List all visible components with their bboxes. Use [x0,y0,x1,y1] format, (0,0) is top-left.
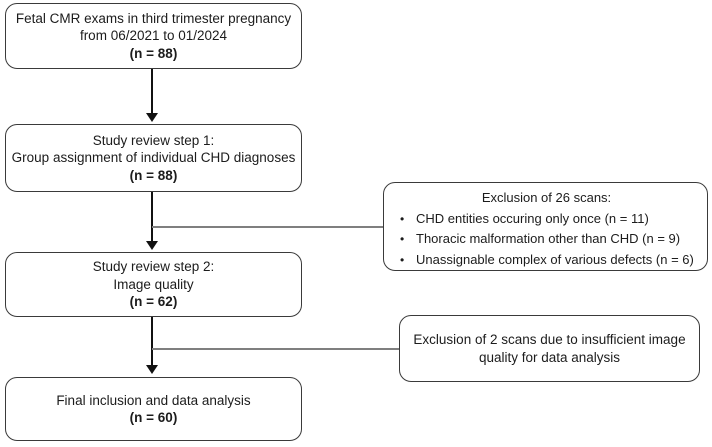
arrow-line-box2-box3 [151,192,154,242]
arrowhead-box2-box3 [146,241,158,250]
box-final-inclusion-count: (n = 60) [129,410,178,425]
bullet-icon: • [400,252,405,267]
arrow-line-box3-box4 [151,317,154,366]
box-fetal-cmr-exams: Fetal CMR exams in third trimester pregn… [5,3,302,69]
branch-line-exclusion-2 [152,348,399,350]
box-fetal-cmr-exams-line2: from 06/2021 to 01/2024 [79,28,228,44]
arrowhead-box1-box2 [146,113,158,122]
arrow-line-box1-box2 [151,69,154,114]
branch-line-exclusion-1 [152,226,383,228]
exclusion-26-title: Exclusion of 26 scans: [481,190,612,205]
box-study-review-step-2-line2: Image quality [113,276,194,292]
box-exclusion-2-scans: Exclusion of 2 scans due to insufficient… [399,315,700,382]
box-fetal-cmr-exams-line1: Fetal CMR exams in third trimester pregn… [15,10,292,26]
box-exclusion-26-scans: Exclusion of 26 scans: • CHD entities oc… [383,182,708,271]
exclusion-26-item: • Thoracic malformation other than CHD (… [390,229,703,250]
exclusion-26-item-1-text: CHD entities occuring only once (n = 11) [416,210,649,226]
box-study-review-step-1: Study review step 1: Group assignment of… [5,124,302,192]
arrowhead-box3-box4 [146,365,158,374]
exclusion-26-item-3-text: Unassignable complex of various defects … [416,251,694,267]
box-fetal-cmr-exams-count: (n = 88) [129,45,178,61]
box-final-inclusion-line1: Final inclusion and data analysis [56,392,251,408]
box-study-review-step-1-line2: Group assignment of individual CHD diagn… [11,150,296,166]
bullet-icon: • [400,211,405,226]
box-study-review-step-2-count: (n = 62) [129,294,178,310]
exclusion-26-item-2-text: Thoracic malformation other than CHD (n … [416,231,681,246]
box-final-inclusion: Final inclusion and data analysis (n = 6… [5,377,302,441]
box-study-review-step-2: Study review step 2: Image quality (n = … [5,252,302,317]
box-study-review-step-1-line1: Study review step 1: [92,132,215,148]
exclusion-26-item: • CHD entities occuring only once (n = 1… [390,209,703,230]
exclusion-26-item: • Unassignable complex of various defect… [390,250,703,271]
bullet-icon: • [400,232,405,246]
box-study-review-step-1-count: (n = 88) [129,167,178,183]
box-study-review-step-2-line1: Study review step 2: [92,259,215,275]
exclusion-2-text: Exclusion of 2 scans due to insufficient… [413,332,686,365]
